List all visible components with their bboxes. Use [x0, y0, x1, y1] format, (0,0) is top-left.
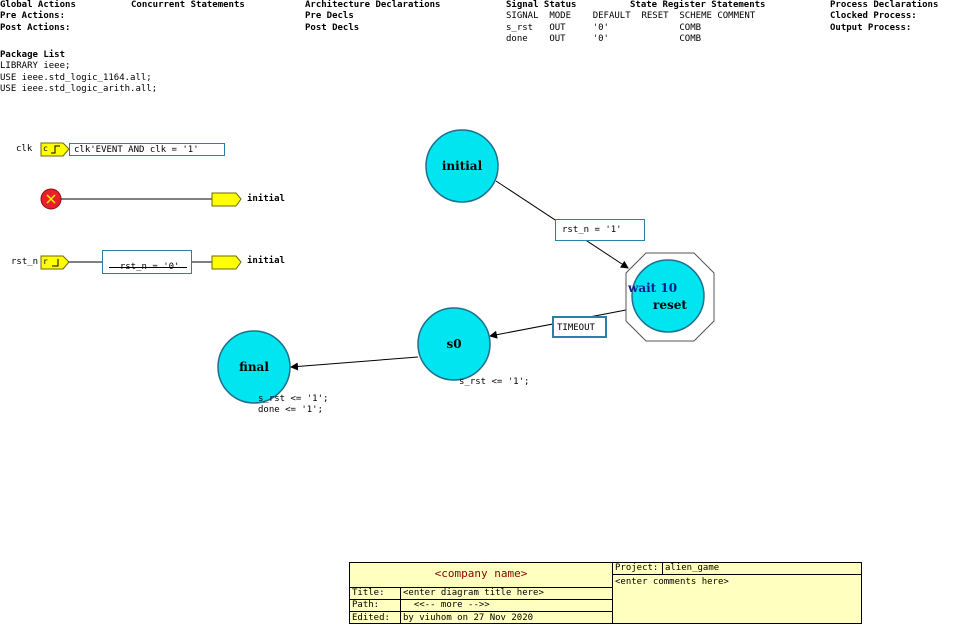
- pre-actions-label: Pre Actions:: [0, 11, 66, 21]
- signal-table-header: SIGNAL MODE DEFAULT RESET SCHEME COMMENT: [506, 11, 756, 21]
- title-block-divider: [612, 563, 613, 623]
- project-field[interactable]: alien_game: [665, 563, 720, 573]
- title-label: Title:: [352, 588, 385, 598]
- final-action-line: done <= '1';: [258, 405, 324, 415]
- edited-field[interactable]: by viuhom on 27 Nov 2020: [403, 613, 534, 623]
- transition-s0-to-final[interactable]: [290, 356, 419, 371]
- s0-action: s_rst <= '1';: [459, 377, 530, 387]
- architecture-declarations-heading: Architecture Declarations: [305, 0, 441, 10]
- transition-condition-box[interactable]: rst_n = '1': [555, 219, 645, 241]
- reset-condition-underline: [109, 267, 187, 268]
- state-reset[interactable]: [631, 259, 705, 333]
- process-declarations-heading: Process Declarations: [830, 0, 939, 10]
- company-name[interactable]: <company name>: [434, 567, 528, 580]
- clock-signal-label: clk: [16, 144, 33, 154]
- pre-decls-label: Pre Decls: [305, 11, 354, 21]
- signal-row: s_rst OUT '0' COMB: [506, 23, 702, 33]
- title-block-divider: [350, 587, 612, 588]
- timeout-condition-box[interactable]: TIMEOUT: [552, 316, 607, 338]
- title-block-divider: [400, 587, 401, 623]
- final-action-line: s_rst <= '1';: [258, 394, 329, 404]
- state-initial-label: initial: [441, 159, 483, 173]
- start-point-icon[interactable]: [40, 188, 62, 210]
- post-decls-label: Post Decls: [305, 23, 360, 33]
- global-actions-heading: Global Actions: [0, 0, 76, 10]
- comments-field[interactable]: <enter comments here>: [615, 577, 729, 587]
- reset-link-icon[interactable]: [211, 255, 242, 270]
- title-block-divider: [612, 574, 861, 575]
- state-initial[interactable]: [425, 129, 499, 203]
- state-reset-wait-label: wait 10: [628, 281, 678, 295]
- clock-icon[interactable]: [40, 142, 70, 157]
- clock-icon-letter: c: [43, 144, 48, 153]
- title-block-divider: [350, 599, 612, 600]
- package-list-heading: Package List: [0, 50, 66, 60]
- reset-target-label: initial: [247, 256, 285, 266]
- start-target-label: initial: [247, 194, 285, 204]
- output-process-label: Output Process:: [830, 23, 912, 33]
- post-actions-label: Post Actions:: [0, 23, 71, 33]
- clock-condition-box[interactable]: clk'EVENT AND clk = '1': [69, 143, 225, 156]
- path-field[interactable]: <<-- more -->>: [403, 600, 490, 610]
- concurrent-statements-heading: Concurrent Statements: [131, 0, 245, 10]
- start-link-icon[interactable]: [211, 192, 242, 207]
- package-line: USE ieee.std_logic_arith.all;: [0, 84, 158, 94]
- title-block-divider: [350, 611, 612, 612]
- signal-row: done OUT '0' COMB: [506, 34, 702, 44]
- edited-label: Edited:: [352, 613, 390, 623]
- state-final-label: final: [239, 360, 269, 374]
- reset-condition-box[interactable]: rst_n = '0': [102, 250, 192, 274]
- clocked-process-label: Clocked Process:: [830, 11, 917, 21]
- reset-icon-letter: r: [43, 257, 48, 266]
- package-line: USE ieee.std_logic_1164.all;: [0, 73, 152, 83]
- package-line: LIBRARY ieee;: [0, 61, 71, 71]
- reset-icon[interactable]: [40, 255, 70, 270]
- signal-status-heading: Signal Status: [506, 0, 577, 10]
- state-s0-label: s0: [446, 337, 462, 351]
- title-block-divider: [662, 563, 663, 574]
- title-block: <company name> Title: <enter diagram tit…: [349, 562, 862, 624]
- reset-signal-label: rst_n: [11, 257, 39, 267]
- state-register-statements-heading: State Register Statements: [630, 0, 766, 10]
- state-final[interactable]: [217, 330, 291, 404]
- path-label: Path:: [352, 600, 380, 610]
- state-s0[interactable]: [417, 307, 491, 381]
- project-label: Project:: [615, 563, 659, 573]
- state-reset-label: reset: [653, 298, 687, 312]
- title-field[interactable]: <enter diagram title here>: [403, 588, 544, 598]
